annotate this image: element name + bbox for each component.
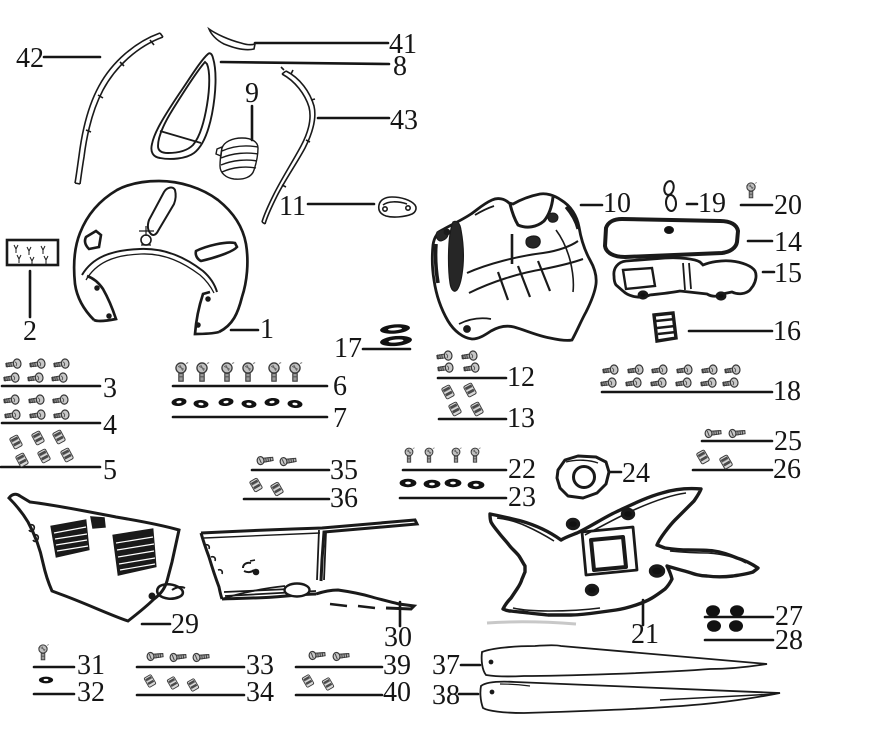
svg-text:12: 12	[507, 362, 535, 393]
svg-text:24: 24	[622, 458, 650, 489]
svg-text:30: 30	[384, 622, 412, 653]
svg-text:16: 16	[773, 316, 801, 347]
svg-text:25: 25	[774, 426, 802, 457]
svg-text:1: 1	[260, 314, 274, 345]
svg-text:40: 40	[383, 677, 411, 708]
svg-text:21: 21	[631, 619, 659, 650]
svg-text:42: 42	[16, 43, 44, 74]
svg-text:10: 10	[603, 188, 631, 219]
svg-text:8: 8	[393, 51, 407, 82]
svg-text:32: 32	[77, 677, 105, 708]
svg-text:4: 4	[103, 410, 117, 441]
svg-text:29: 29	[171, 609, 199, 640]
svg-text:23: 23	[508, 482, 536, 513]
svg-text:26: 26	[773, 454, 801, 485]
svg-text:13: 13	[507, 403, 535, 434]
svg-text:38: 38	[432, 680, 460, 711]
svg-text:11: 11	[279, 191, 306, 222]
svg-text:5: 5	[103, 455, 117, 486]
svg-text:37: 37	[432, 650, 460, 681]
svg-text:19: 19	[698, 188, 726, 219]
svg-text:33: 33	[246, 650, 274, 681]
svg-text:41: 41	[389, 29, 417, 60]
svg-text:22: 22	[508, 454, 536, 485]
svg-text:9: 9	[245, 78, 259, 109]
svg-text:39: 39	[383, 650, 411, 681]
svg-text:43: 43	[390, 105, 418, 136]
svg-text:28: 28	[775, 625, 803, 656]
svg-text:17: 17	[334, 333, 362, 364]
svg-text:7: 7	[333, 403, 347, 434]
svg-text:34: 34	[246, 677, 274, 708]
svg-text:27: 27	[775, 601, 803, 632]
svg-text:31: 31	[77, 650, 105, 681]
svg-text:3: 3	[103, 373, 117, 404]
svg-text:36: 36	[330, 483, 358, 514]
svg-text:15: 15	[774, 258, 802, 289]
svg-text:20: 20	[774, 190, 802, 221]
svg-text:14: 14	[774, 227, 802, 258]
svg-text:35: 35	[330, 455, 358, 486]
svg-text:2: 2	[23, 316, 37, 347]
svg-text:18: 18	[773, 376, 801, 407]
svg-text:6: 6	[333, 371, 347, 402]
